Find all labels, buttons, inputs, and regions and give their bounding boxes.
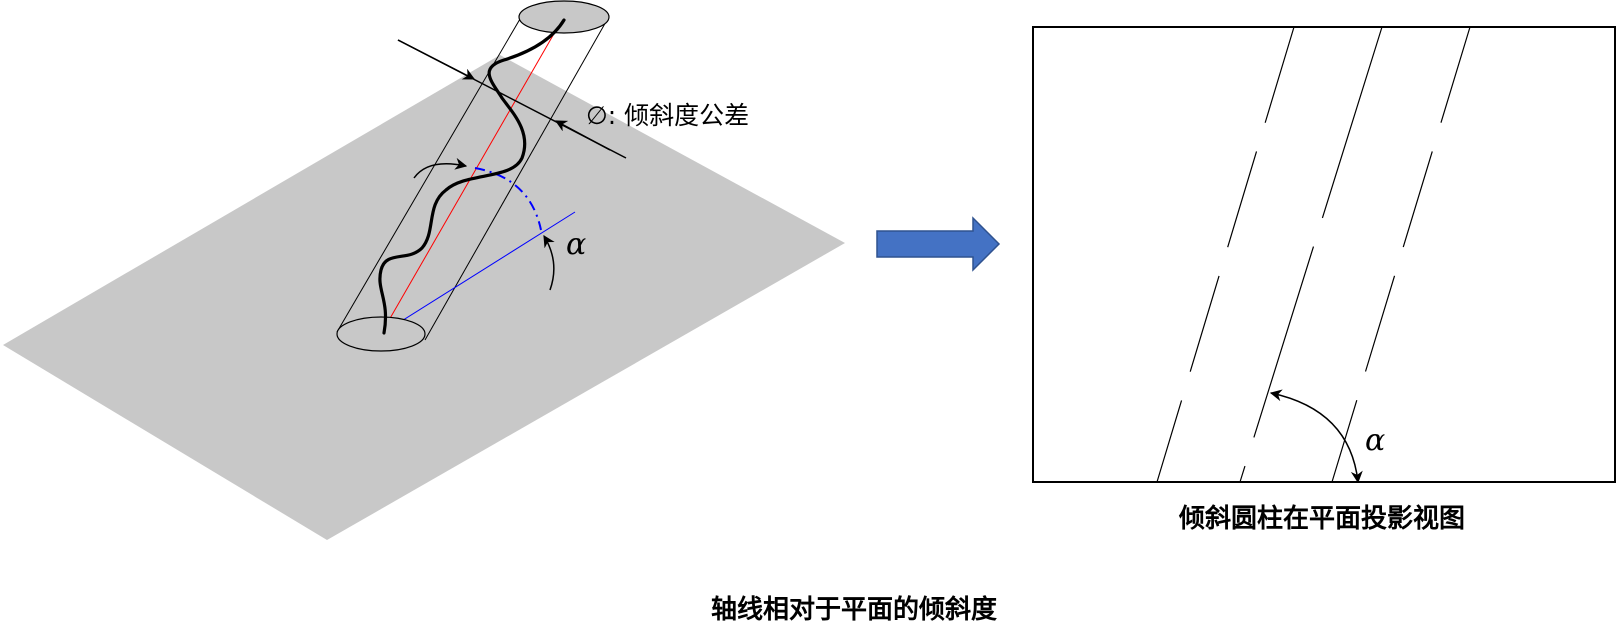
tolerance-arrow-left xyxy=(397,39,476,80)
left-angle-label: α xyxy=(566,227,586,262)
tolerance-arrow-right xyxy=(554,120,611,151)
angle-arc xyxy=(474,167,542,231)
left-figure: ∅: 倾斜度公差 α xyxy=(3,0,845,540)
rotation-arrow-bottom xyxy=(543,234,555,291)
cylinder-top-end xyxy=(518,0,610,34)
tolerance-label: ∅: 倾斜度公差 xyxy=(586,101,749,130)
reference-plane xyxy=(3,55,845,540)
projected-line-left xyxy=(1156,26,1295,483)
projection-view-frame xyxy=(1032,26,1616,483)
left-figure-caption: 轴线相对于平面的倾斜度 xyxy=(711,594,997,625)
right-figure: α 倾斜圆柱在平面投影视图 xyxy=(1032,26,1616,534)
transition-arrow xyxy=(876,216,1001,272)
right-angle-label: α xyxy=(1365,423,1385,458)
projection-line xyxy=(380,211,576,335)
right-figure-caption: 倾斜圆柱在平面投影视图 xyxy=(1178,504,1465,534)
tilted-axis-line xyxy=(380,17,564,335)
actual-axis-curve xyxy=(378,18,566,335)
projected-line-middle xyxy=(1239,26,1383,483)
rotation-arrow-top xyxy=(413,157,468,179)
cylinder-bottom-end xyxy=(336,316,426,352)
right-angle-arc xyxy=(1269,389,1363,484)
